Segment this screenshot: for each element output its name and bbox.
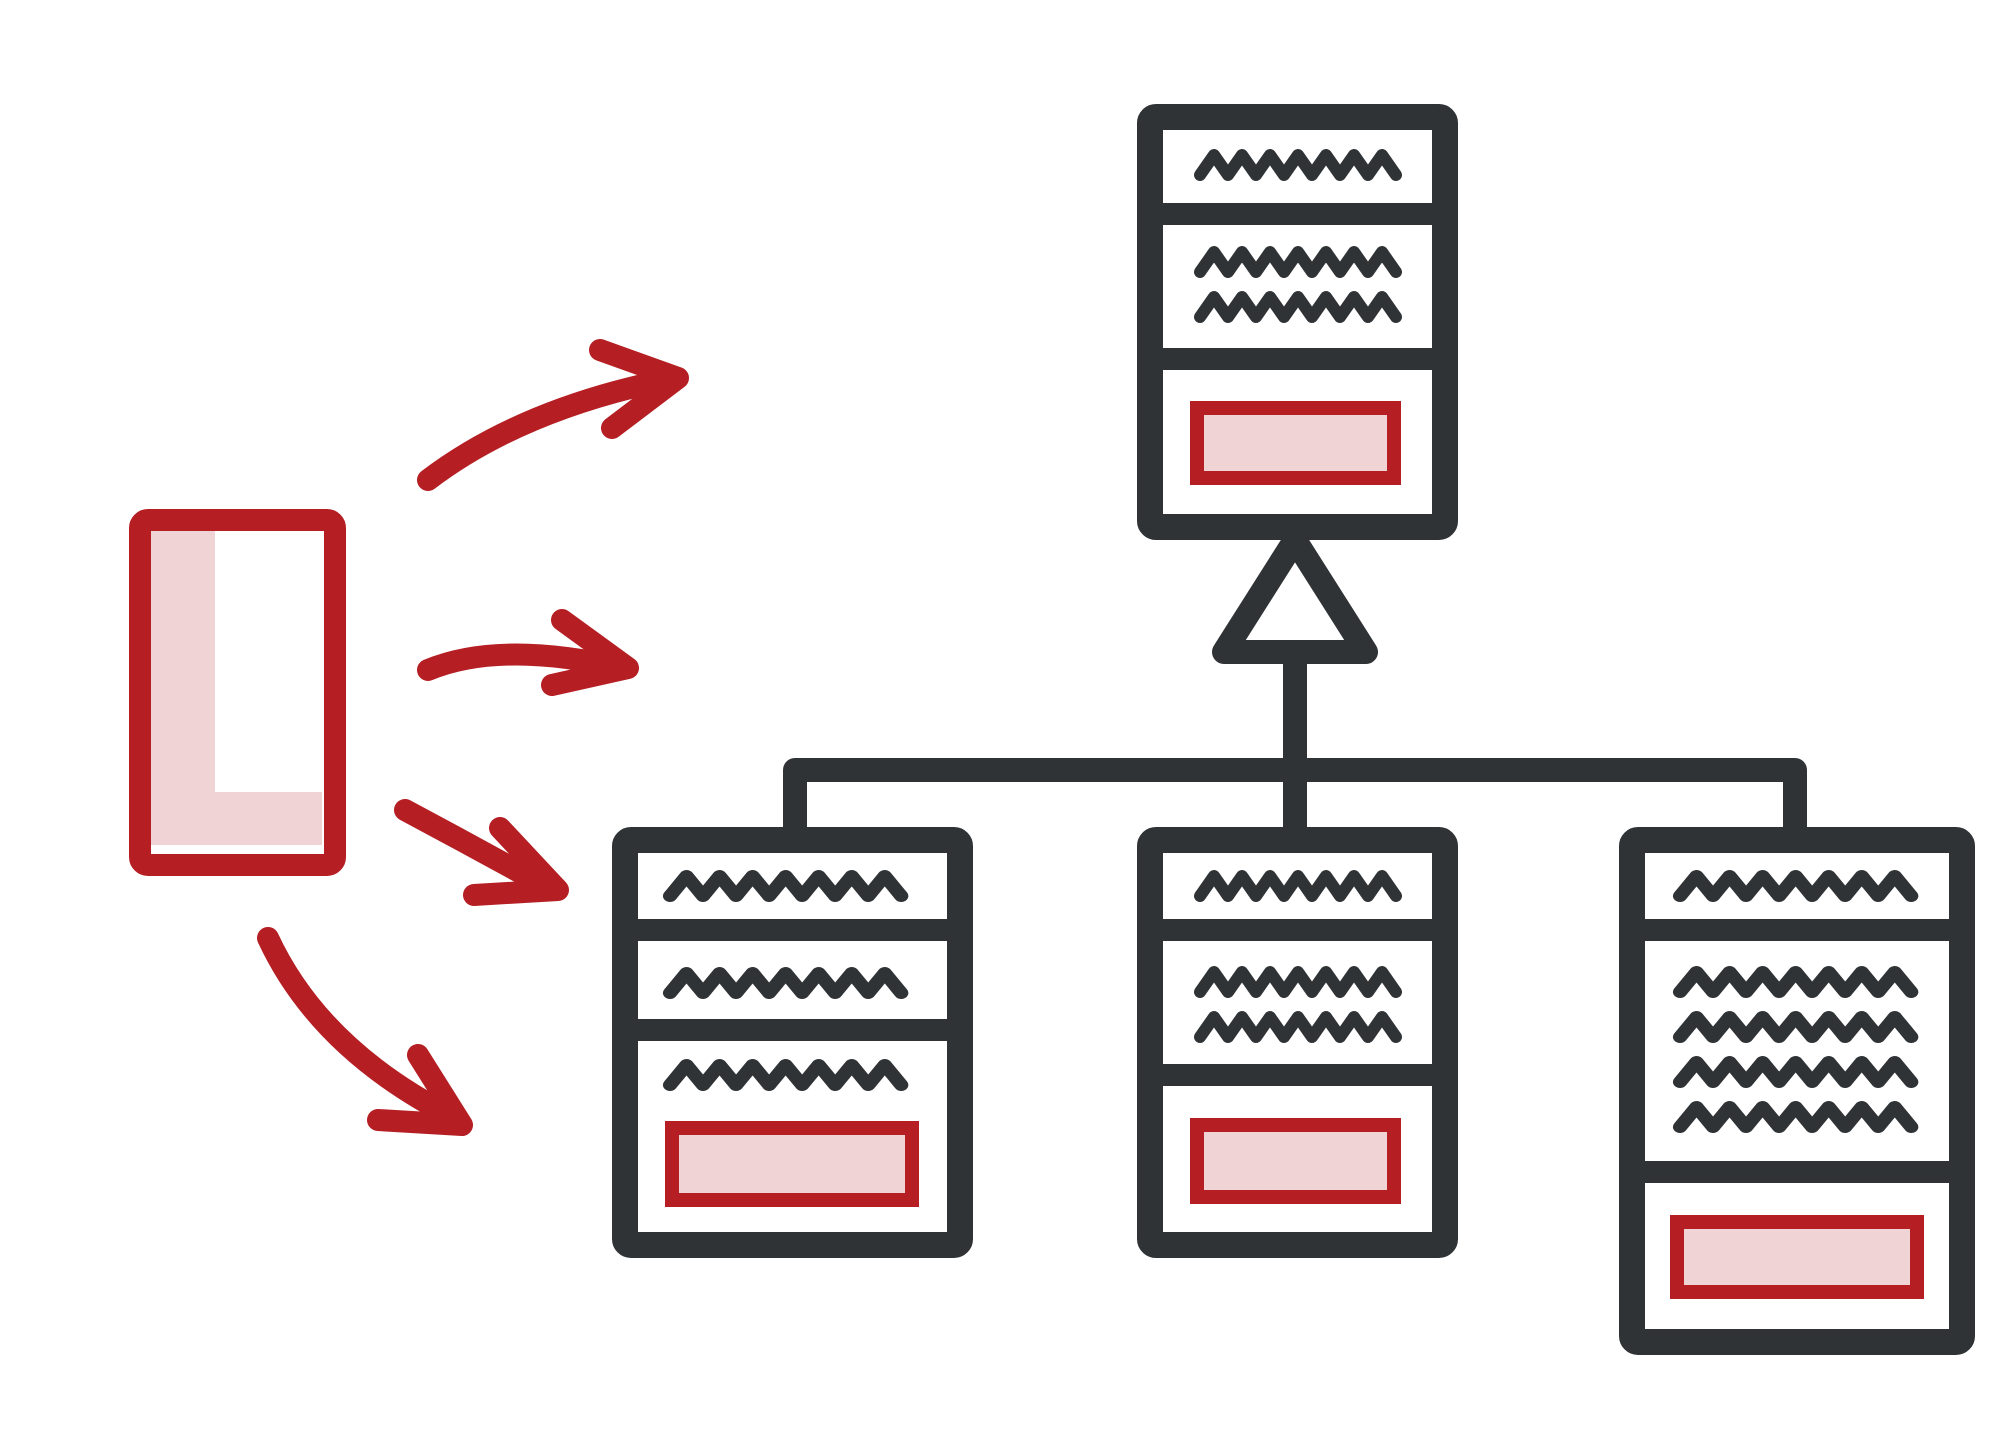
uml-class-box-icon [1137,827,1458,1258]
arrow-3 [394,799,569,906]
uml-class-box-icon [1137,104,1458,540]
hollow-triangle-arrowhead-icon [1212,528,1378,664]
curved-arrow-icon [257,339,689,1136]
inheritance-connectors [783,652,1807,840]
red-rectangle-icon [129,509,346,876]
arrow-4 [257,927,473,1136]
arrow-1 [417,339,689,491]
uml-class-box-icon [612,827,973,1258]
uml-class-box-icon [1619,827,1975,1355]
arrow-2 [417,609,639,696]
